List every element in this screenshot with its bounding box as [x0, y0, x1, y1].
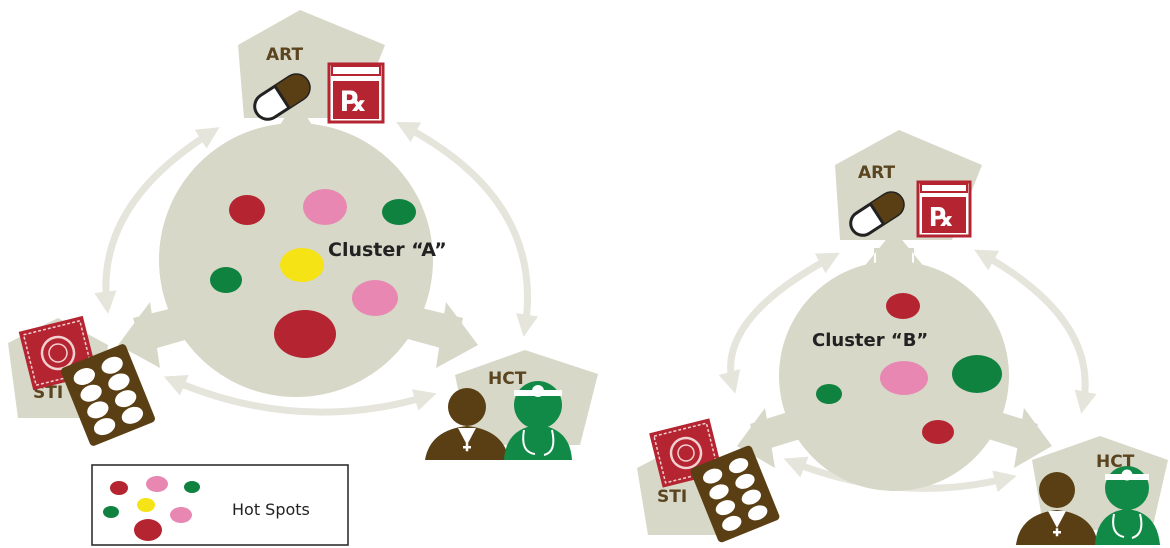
cluster-b-group: Cluster “B” ART STI HCT ℞: [637, 130, 1168, 545]
cluster-a-group: Cluster “A” ART STI HCT ℞: [8, 10, 598, 460]
doctor-icon: [425, 388, 509, 460]
stethoscope-doctor-icon: [1095, 466, 1160, 545]
legend-swatch: [134, 519, 162, 541]
arrow-art-hct: [396, 121, 539, 337]
pill-icon: [849, 191, 905, 237]
hot-spot: [352, 280, 398, 316]
sti-label: STI: [657, 487, 687, 507]
hot-spot: [382, 199, 416, 225]
stethoscope-doctor-icon: [504, 381, 572, 460]
hot-spot: [274, 310, 336, 358]
cluster-a-cycle-arrows: [94, 121, 539, 416]
rx-bottle-icon: ℞: [916, 180, 972, 238]
cluster-b-hot-spots: [816, 293, 1002, 444]
rx-symbol: ℞: [341, 85, 366, 118]
rx-bottle-icon: ℞: [327, 62, 385, 124]
legend-swatch: [103, 506, 119, 518]
hot-spot: [880, 361, 928, 395]
pill-blister-icon: [61, 344, 155, 446]
hot-spot: [886, 293, 920, 319]
arrow-sti-hct: [163, 375, 437, 416]
legend: Hot Spots: [91, 464, 349, 546]
cluster-a-hot-spots: [210, 189, 416, 358]
hot-spot: [229, 195, 265, 225]
art-label: ART: [266, 45, 303, 65]
hct-label: HCT: [488, 369, 527, 389]
legend-swatch: [110, 481, 128, 495]
hot-spot: [280, 248, 324, 282]
hot-spot: [922, 420, 954, 444]
rx-symbol: ℞: [930, 203, 953, 233]
doctor-icon: [1016, 472, 1098, 545]
legend-swatch: [184, 481, 200, 493]
hot-spot: [816, 384, 842, 404]
pill-blister-icon: [690, 445, 780, 543]
hot-spot: [952, 355, 1002, 393]
legend-swatch: [170, 507, 192, 523]
legend-swatch: [146, 476, 168, 492]
arrow-art-sti: [718, 252, 840, 394]
legend-label: Hot Spots: [232, 500, 310, 519]
hot-spot: [210, 267, 242, 293]
arrow-art-hct: [974, 249, 1097, 414]
arrow-art-sti: [94, 127, 220, 314]
cluster-a-label: Cluster “A”: [328, 239, 447, 261]
cluster-b-label: Cluster “B”: [812, 330, 928, 351]
legend-swatch: [137, 498, 155, 512]
hot-spot: [303, 189, 347, 225]
pill-icon: [253, 73, 311, 121]
art-label: ART: [858, 163, 895, 183]
